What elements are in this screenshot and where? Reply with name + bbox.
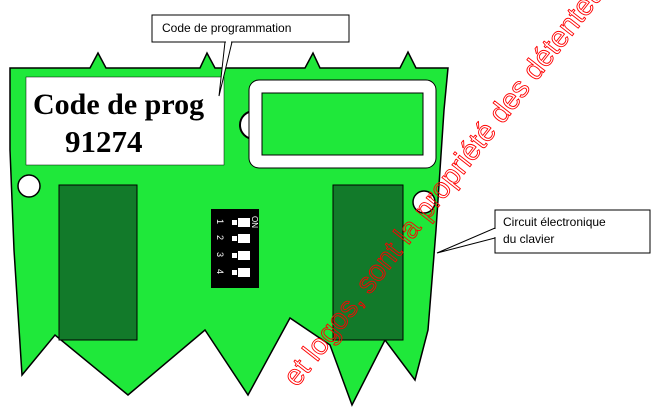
callout-circuit-pointer bbox=[436, 227, 496, 254]
dip-switch-toggle-1 bbox=[238, 218, 250, 227]
dip-switch-toggle-4 bbox=[238, 268, 250, 277]
left-chip bbox=[58, 184, 138, 341]
dip-switch-number-4: 4 bbox=[215, 269, 225, 274]
dip-switch-number-3: 3 bbox=[215, 252, 225, 257]
dip-switch-toggle-3 bbox=[238, 251, 250, 260]
callout-programming-box bbox=[151, 14, 350, 43]
label-card bbox=[25, 76, 225, 166]
dip-switch-number-1: 1 bbox=[215, 219, 225, 224]
callout-circuit-label-line1: Circuit électronique bbox=[503, 215, 606, 229]
left-mounting-hole bbox=[17, 174, 41, 198]
dip-switch: ON 1 2 3 4 bbox=[211, 209, 259, 288]
display-window bbox=[261, 92, 424, 156]
callout-circuit-box bbox=[494, 209, 651, 254]
dip-switch-toggle-2 bbox=[238, 234, 250, 243]
callout-circuit-label-line2: du clavier bbox=[503, 232, 555, 246]
right-chip bbox=[332, 184, 404, 341]
label-card-code: 91274 bbox=[65, 124, 143, 159]
dip-switch-number-2: 2 bbox=[215, 235, 225, 240]
callout-programming-label: Code de programmation bbox=[162, 21, 292, 35]
right-mounting-hole bbox=[412, 190, 436, 214]
dip-switch-on-label: ON bbox=[250, 216, 259, 228]
label-card-title: Code de prog bbox=[33, 88, 205, 121]
